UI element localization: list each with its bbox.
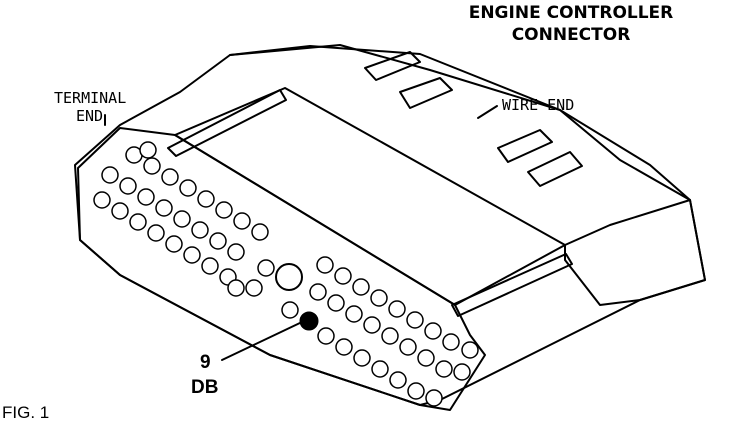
pin-circle [406,311,424,329]
pin-circle [334,267,352,285]
pin-circle [143,157,161,175]
pin-circle [388,300,406,318]
pin-circle [389,371,407,389]
pin-circle [227,279,245,297]
left-ridge [167,89,287,157]
pin-circle [139,141,157,159]
terminal-end-line-1: TERMINAL [54,89,127,107]
pin-circle [435,360,453,378]
pin-circle [233,212,251,230]
pin-circle [345,305,363,323]
pin-circle [251,223,269,241]
pin-circle [352,278,370,296]
title-line-2: CONNECTOR [511,25,631,45]
pin-circle [257,259,275,277]
connector-back-shroud [229,44,691,201]
pin-circle [425,389,443,407]
pin-circle [183,246,201,264]
pin-circle [316,256,334,274]
right-ridge [451,253,573,317]
pin-circle [111,202,129,220]
pin-circle [442,333,460,351]
diagram-title: ENGINE CONTROLLER CONNECTOR [446,2,696,46]
pin-circle [165,235,183,253]
pin-circle [173,210,191,228]
pin-circle [370,289,388,307]
pin-circle [363,316,381,334]
title-line-1: ENGINE CONTROLLER [468,3,674,23]
right-pin-group [281,256,479,407]
latch-2 [399,77,453,109]
pin-circle [461,341,479,359]
pin-circle [155,199,173,217]
figure-caption: FIG. 1 [2,403,50,422]
connector-right-block [564,199,706,306]
pin-circle [371,360,389,378]
pin-circle [197,190,215,208]
pin-circle [161,168,179,186]
pin-circle [215,201,233,219]
pin-circle [327,294,345,312]
pin-circle [137,188,155,206]
pin-circle [245,279,263,297]
connector-front-face [77,127,486,411]
pin-circle [209,232,227,250]
latch-4 [527,151,583,187]
pin-circle [353,349,371,367]
wire-end-leader [477,105,498,119]
pin-circle [227,243,245,261]
latch-1 [364,51,421,81]
pin-circle [417,349,435,367]
pin-number-label: 9 [200,352,211,373]
pin-circle [179,179,197,197]
pin-circle [191,221,209,239]
pin-circle [281,301,299,319]
pin-circle [129,213,147,231]
pin-9-highlighted [299,311,319,331]
pin-circle [399,338,417,356]
pin-circle [407,382,425,400]
pin-circle [335,338,353,356]
pin-wire-color-label: DB [191,377,219,398]
pin-circle [147,224,165,242]
pin-circle [119,177,137,195]
locating-hole [275,263,303,291]
pin-circle [381,327,399,345]
latch-3 [497,129,553,163]
pin-circle [93,191,111,209]
pin-circle [201,257,219,275]
pin-9-leader [221,321,303,361]
wire-end-label: WIRE END [502,96,575,114]
terminal-end-label: TERMINAL END [54,89,126,125]
pin-circle [317,327,335,345]
pin-circle [453,363,471,381]
pin-circle [309,283,327,301]
left-pin-group [93,141,275,297]
pin-circle [101,166,119,184]
terminal-end-line-2: END [76,107,104,125]
pin-circle [424,322,442,340]
